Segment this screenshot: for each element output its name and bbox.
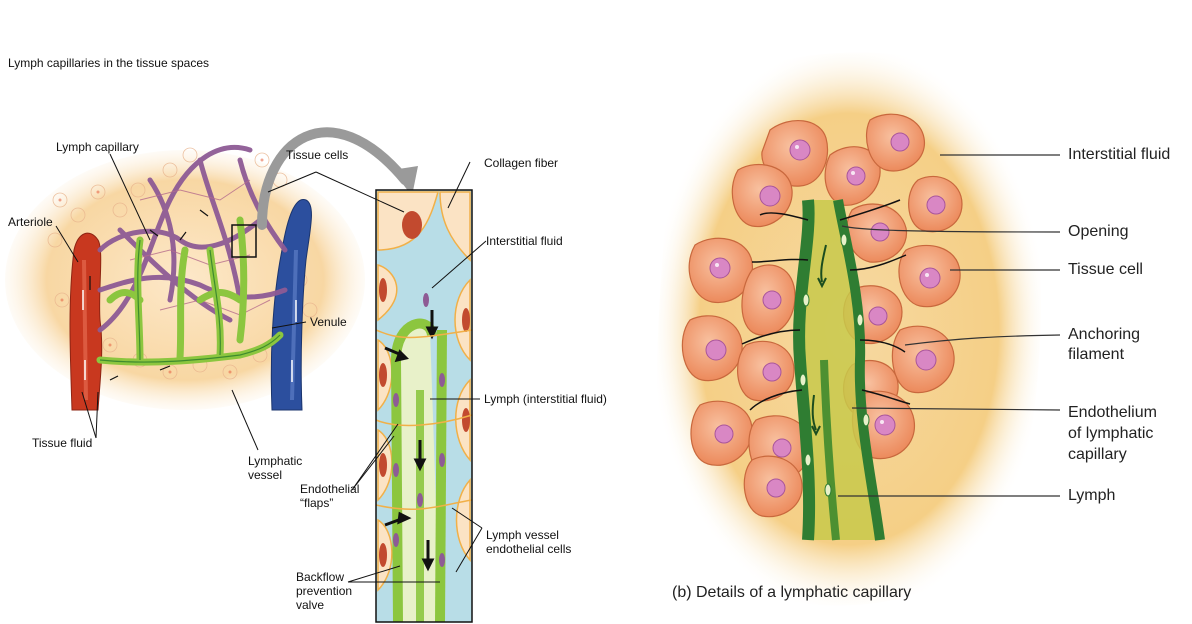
label-endothelium-line1: Endothelium [1068,403,1157,423]
label-lymphatic-vessel-line2: vessel [248,468,282,482]
label-tissue-fluid: Tissue fluid [32,436,92,450]
label-backflow-line1: Backflow [296,570,344,584]
label-lymph-capillary: Lymph capillary [56,140,139,154]
label-endothelial-flaps-line2: “flaps” [300,496,333,510]
detail-column [376,190,472,622]
label-arteriole: Arteriole [8,215,53,229]
label-lymph-vessel-cells-line1: Lymph vessel [486,528,559,542]
label-backflow-line2: prevention [296,584,352,598]
label-tissue-cell: Tissue cell [1068,260,1143,280]
label-opening: Opening [1068,222,1129,242]
label-tissue-cells: Tissue cells [286,148,348,162]
label-collagen-fiber: Collagen fiber [484,156,558,170]
label-anchoring-filament-line2: filament [1068,345,1124,365]
label-venule: Venule [310,315,347,329]
label-backflow-line3: valve [296,598,324,612]
label-endothelium-line2: of lymphatic [1068,424,1153,444]
label-endothelium-line3: capillary [1068,445,1127,465]
label-lymph-interstitial: Lymph (interstitial fluid) [484,392,607,406]
label-lymph: Lymph [1068,486,1115,506]
label-endothelial-flaps-line1: Endothelial [300,482,359,496]
label-lymphatic-vessel-line1: Lymphatic [248,454,302,468]
label-interstitial-fluid-right: Interstitial fluid [1068,145,1170,165]
label-interstitial-fluid-middle: Interstitial fluid [486,234,563,248]
figure-caption: (b) Details of a lymphatic capillary [672,584,911,602]
label-anchoring-filament-line1: Anchoring [1068,325,1140,345]
label-lymph-vessel-cells-line2: endothelial cells [486,542,571,556]
